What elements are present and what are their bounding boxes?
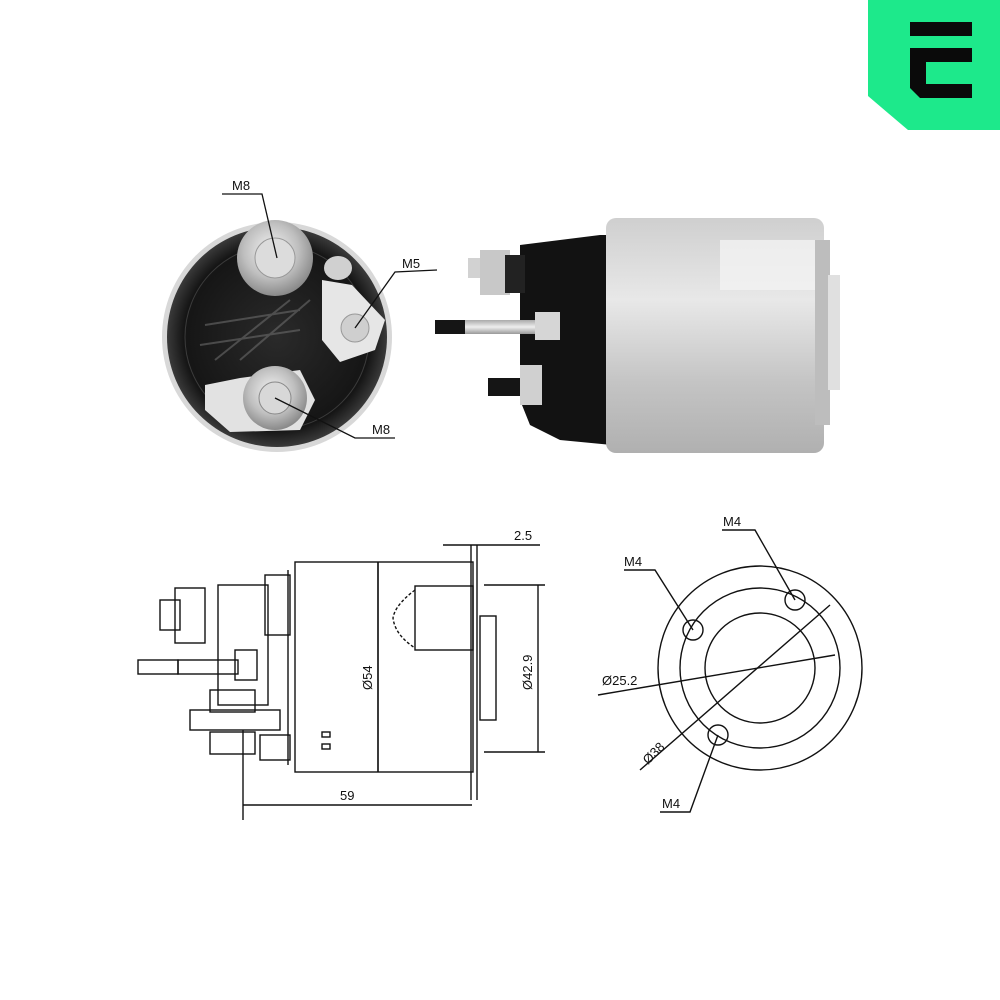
dim-length: 59 <box>340 788 354 803</box>
dim-body-dia: Ø54 <box>360 665 375 690</box>
brand-logo <box>868 0 1000 130</box>
label-hole-bottom: M4 <box>662 796 680 811</box>
dim-flange-dia: Ø42.9 <box>520 655 535 690</box>
label-hole-top: M4 <box>723 514 741 529</box>
dim-bolt-circle: Ø38 <box>640 739 668 767</box>
dim-gap: 2.5 <box>514 528 532 543</box>
side-view-photo <box>430 210 850 460</box>
dim-inner-dia: Ø25.2 <box>602 673 637 688</box>
front-drawing: M4 M4 M4 Ø25.2 Ø38 <box>590 500 880 830</box>
side-drawing: 59 2.5 Ø54 Ø42.9 <box>130 520 550 830</box>
end-view-photo: M8 M5 M8 <box>150 160 450 460</box>
label-hole-left: M4 <box>624 554 642 569</box>
